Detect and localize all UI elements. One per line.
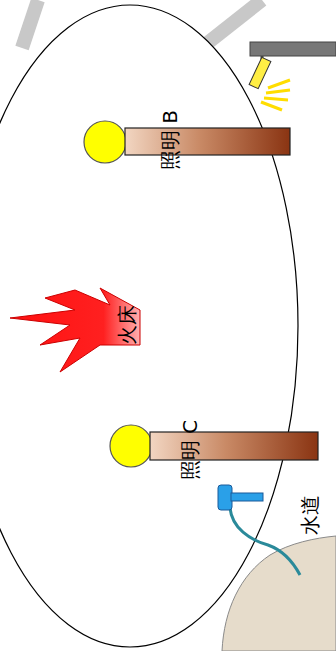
road-band (205, 0, 262, 45)
faucet-body (218, 485, 232, 510)
node-label: 火床 (117, 305, 137, 345)
post-body (150, 432, 318, 460)
faucet-spout (231, 493, 263, 501)
campsite-outline (0, 5, 298, 647)
lamp-globe (84, 121, 126, 163)
flame-body (10, 288, 140, 372)
water-label: 水道 (300, 495, 320, 535)
ground-patch (222, 536, 336, 651)
lamp-head (249, 57, 271, 88)
light-rays (261, 80, 290, 110)
post-shape (125, 90, 295, 190)
post-shape (150, 395, 320, 500)
road-band (22, 0, 38, 48)
lamp-post: 照明 C (150, 395, 320, 500)
lamp-globe (110, 425, 152, 467)
lamp-arm (250, 42, 336, 56)
post-body (125, 128, 290, 155)
lamp-post: 照明 B (125, 90, 295, 190)
node-label: 照明 B (160, 110, 180, 170)
fire-bed: 火床 (5, 278, 155, 378)
node-label: 照明 C (180, 420, 200, 480)
water-hose (230, 508, 300, 575)
